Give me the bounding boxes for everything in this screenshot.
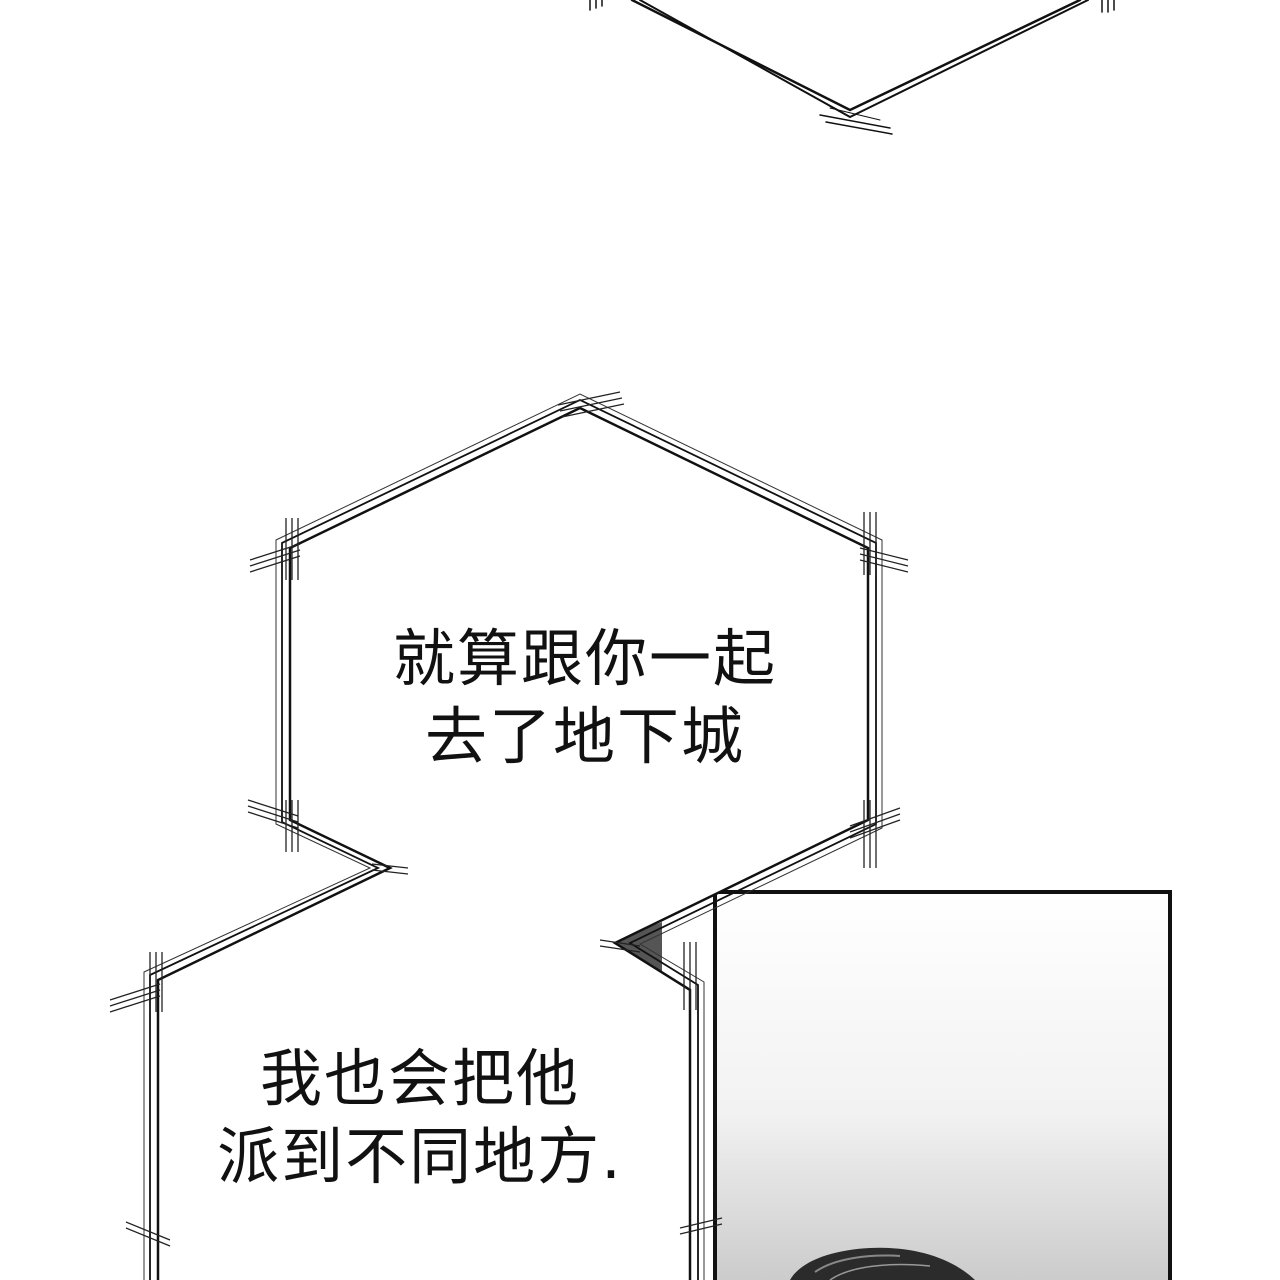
speech-bubble-2-text: 我也会把他 派到不同地方. — [150, 1040, 690, 1196]
speech-bubble-1-line-1: 就算跟你一起 — [392, 622, 777, 695]
speech-bubble-1-text: 就算跟你一起 去了地下城 — [300, 620, 870, 776]
bubble-corner-hatches — [109, 391, 909, 1247]
speech-bubble-2-line-1: 我也会把他 — [259, 1042, 580, 1115]
speech-bubble-2-line-2: 派到不同地方. — [217, 1120, 623, 1193]
speech-bubble-1-line-2: 去了地下城 — [424, 700, 745, 773]
top-bubble-outline — [589, 0, 1115, 135]
right-panel — [612, 890, 1172, 1280]
